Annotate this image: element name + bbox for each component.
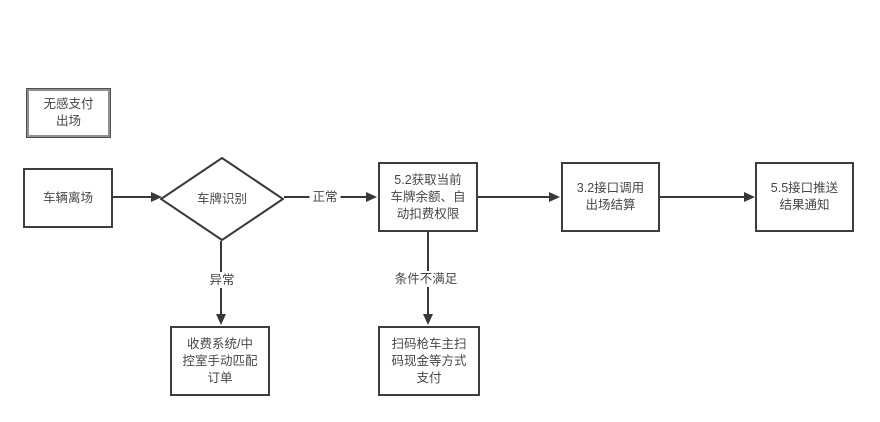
node-plate-recognition-decision: 车牌识别 [160, 157, 284, 241]
diamond-shape [160, 157, 284, 241]
node-scan-code-payment: 扫码枪车主扫 码现金等方式 支付 [378, 326, 480, 396]
arrowhead-balance-to-scanpay [423, 314, 433, 325]
arrowhead-vehicle-to-recognition [151, 192, 162, 202]
connector-settlement-to-notify [660, 196, 744, 198]
node-vehicle-exit: 车辆离场 [23, 168, 113, 228]
arrowhead-recognition-to-balance [366, 192, 377, 202]
connector-vehicle-to-recognition [113, 196, 152, 198]
arrowhead-recognition-to-manual [216, 314, 226, 325]
node-plate-recognition-label: 车牌识别 [196, 191, 247, 206]
edge-label-condition-not-met: 条件不满足 [391, 271, 461, 287]
node-manual-match-order: 收费系统/中 控室手动匹配 订单 [170, 326, 270, 396]
node-push-result-notification: 5.5接口推送 结果通知 [755, 162, 854, 232]
arrowhead-settlement-to-notify [744, 192, 755, 202]
node-exit-settlement: 3.2接口调用 出场结算 [561, 162, 660, 232]
connector-balance-to-settlement [478, 196, 549, 198]
edge-label-abnormal: 异常 [206, 272, 238, 288]
node-contactless-payment-exit: 无感支付 出场 [27, 89, 110, 137]
node-get-balance-permission: 5.2获取当前 车牌余额、自 动扣费权限 [378, 162, 478, 232]
arrowhead-balance-to-settlement [549, 192, 560, 202]
edge-label-normal: 正常 [309, 189, 341, 205]
